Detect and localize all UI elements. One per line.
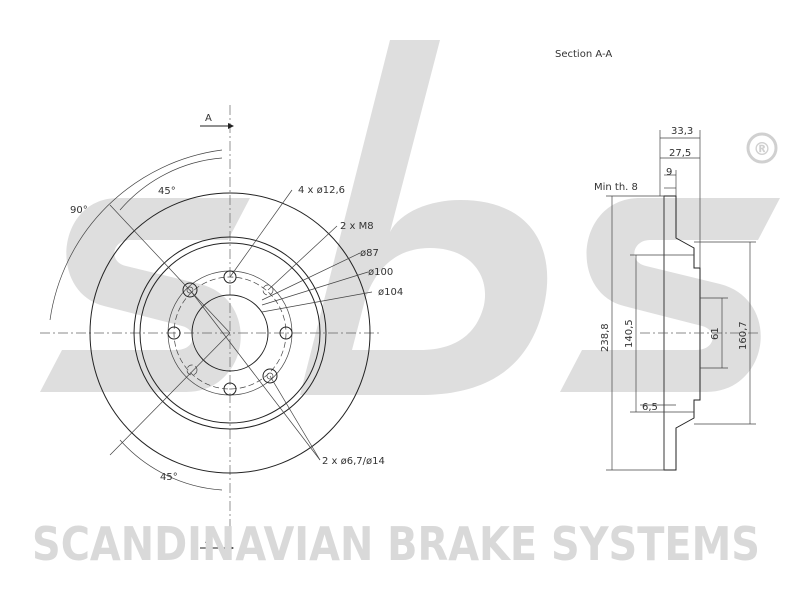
top-dimensions bbox=[659, 130, 701, 268]
angle-45-bottom-label: 45° bbox=[160, 472, 178, 483]
front-view: 90° 45° 45° A A 4 x ø12,6 2 x M8 ø87 ø10… bbox=[40, 105, 403, 560]
pin-hole bbox=[182, 282, 198, 298]
section-marker-top-label: A bbox=[205, 113, 212, 124]
angle-90-label: 90° bbox=[70, 205, 88, 216]
hat-ring-2 bbox=[139, 242, 321, 424]
section-marker-bottom: A bbox=[200, 535, 234, 551]
registered-mark: ® bbox=[746, 132, 778, 164]
section-marker-bottom-label: A bbox=[205, 535, 212, 546]
hat-outer-circle bbox=[133, 236, 327, 430]
section-view: Section A-A 33,3 27,5 9 Min th. 8 bbox=[555, 49, 760, 471]
callout-d100: ø100 bbox=[368, 267, 393, 278]
callout-pins: 2 x ø6,7/ø14 bbox=[322, 456, 385, 467]
logo-letter-s1 bbox=[40, 198, 250, 392]
center-bore bbox=[191, 294, 269, 372]
sbs-logo-watermark bbox=[40, 40, 780, 395]
callout-d104: ø104 bbox=[378, 287, 403, 298]
callout-leaders bbox=[189, 189, 373, 461]
angle-45-top-label: 45° bbox=[158, 186, 176, 197]
bolt-hole bbox=[223, 270, 237, 284]
callout-threads: 2 x M8 bbox=[340, 221, 374, 232]
dim-33-3: 33,3 bbox=[671, 126, 693, 137]
pin-hole bbox=[262, 368, 278, 384]
section-profile bbox=[663, 195, 701, 471]
callout-bolt-holes: 4 x ø12,6 bbox=[298, 185, 345, 196]
dim-6-5: 6,5 bbox=[642, 402, 658, 413]
registered-symbol: ® bbox=[753, 139, 771, 160]
logo-letter-s2 bbox=[560, 198, 780, 392]
dim-27-5: 27,5 bbox=[669, 148, 691, 159]
bolt-hole bbox=[167, 326, 181, 340]
angle-45-bottom-arc bbox=[119, 439, 223, 491]
callout-d87: ø87 bbox=[360, 248, 379, 259]
thread-hole bbox=[186, 364, 198, 376]
angle-45-top-arc bbox=[119, 157, 223, 211]
bolt-hole bbox=[279, 326, 293, 340]
company-name: SCANDINAVIAN BRAKE SYSTEMS bbox=[32, 517, 760, 571]
section-title: Section A-A bbox=[555, 49, 612, 60]
pin-holes bbox=[182, 282, 278, 384]
thread-hole bbox=[262, 284, 274, 296]
dim-min-thickness: Min th. 8 bbox=[594, 182, 638, 193]
dim-140-5: 140,5 bbox=[624, 319, 635, 348]
dim-238-8: 238,8 bbox=[600, 323, 611, 352]
vertical-dimensions bbox=[606, 195, 756, 471]
angle-90-arc bbox=[49, 149, 223, 321]
dim-160-7: 160,7 bbox=[738, 321, 749, 350]
section-marker-top: A bbox=[200, 113, 234, 129]
disc-outer-circle bbox=[89, 192, 371, 474]
dim-61: 61 bbox=[710, 327, 721, 340]
bolt-hole bbox=[223, 382, 237, 396]
logo-letter-b bbox=[300, 40, 548, 395]
dim-9: 9 bbox=[666, 167, 672, 178]
bolt-holes bbox=[167, 270, 293, 396]
